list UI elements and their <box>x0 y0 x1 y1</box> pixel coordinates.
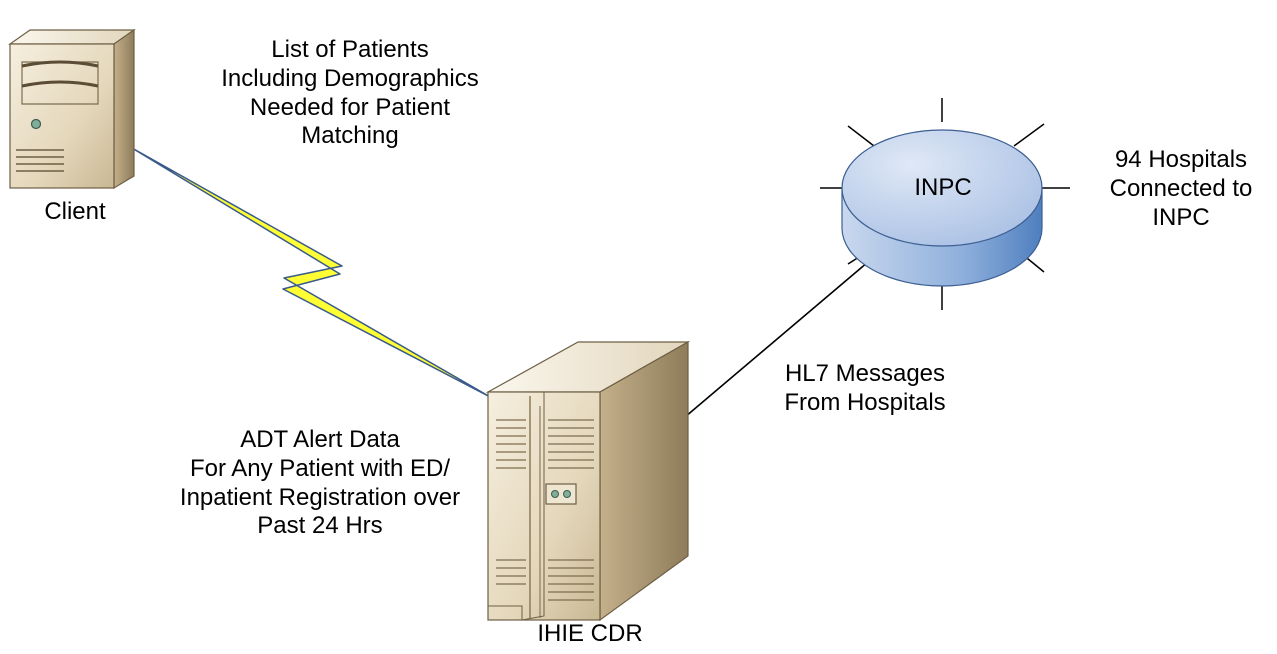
client-data-note: List of Patients Including Demographics … <box>221 36 479 150</box>
inpc-label: INPC <box>914 174 972 201</box>
client-label: Client <box>44 198 106 225</box>
cdr-label: IHIE CDR <box>537 620 643 647</box>
hl7-messages-note: HL7 Messages From Hospitals <box>784 360 946 416</box>
hl7-connection-line <box>671 261 869 429</box>
lightning-link-icon <box>131 147 493 399</box>
hospitals-note: 94 Hospitals Connected to INPC <box>1109 146 1253 231</box>
inpc-database-icon <box>820 98 1070 310</box>
client-server-icon <box>8 28 136 190</box>
adt-alert-note: ADT Alert Data For Any Patient with ED/ … <box>179 426 461 540</box>
cdr-server-icon <box>485 340 691 622</box>
